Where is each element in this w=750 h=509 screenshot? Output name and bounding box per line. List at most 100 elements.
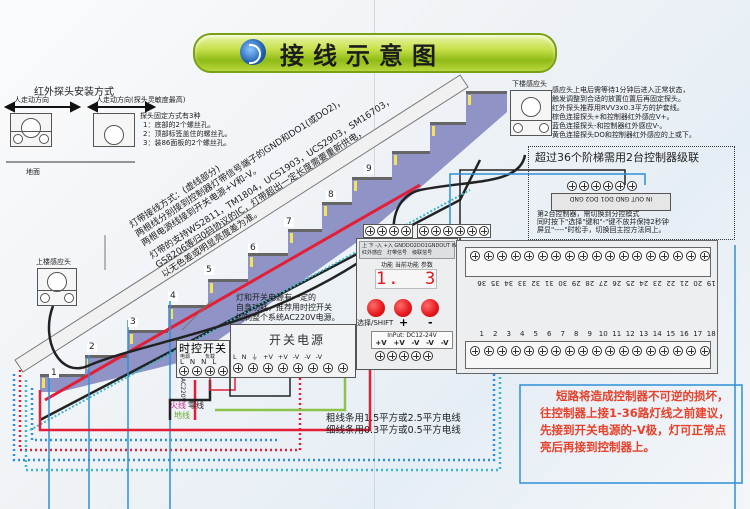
- terminal-screw: [218, 366, 228, 376]
- channel-number-label: 19: [706, 279, 716, 287]
- controller-body: 上 下 -入 +入 GNDDO2DO1GNDOUT IN 红外感应 灯带信号 级…: [356, 238, 458, 370]
- channel-number-label: 8: [574, 330, 579, 338]
- channel-terminal-screw: [686, 251, 696, 261]
- ir-terminal-block: [363, 224, 413, 238]
- channel-terminal-screw: [551, 251, 561, 261]
- sensor-note-line: 触发调整到合适的放置位置后再固定探头。: [552, 95, 685, 103]
- channel-terminal-screw: [591, 346, 602, 356]
- controller-power-terminals: [375, 351, 433, 361]
- channel-number-label: 4: [520, 330, 525, 338]
- warning-line: 先接到开关电源的-V极，灯可正常点: [540, 423, 727, 437]
- terminal-screw: [615, 181, 625, 191]
- plus-label: +: [399, 316, 409, 329]
- input-voltage-label: InPut: DC12-24V: [387, 332, 437, 339]
- ir-sensor-diagram-a: [10, 113, 52, 147]
- select-shift-button[interactable]: [367, 299, 385, 317]
- channel-number-label: 11: [612, 330, 622, 338]
- terminal-screw: [401, 226, 411, 236]
- sensor-note-line: 红外探头推荐用RVV3x0.3平方的护套线。: [552, 104, 684, 112]
- signal-terminal-block: [417, 224, 491, 238]
- sensor-note-line: 感应头上电后需等待1分钟后进入正常状态，: [552, 86, 690, 94]
- channel-terminal-screw: [645, 346, 656, 356]
- channel-terminal-screw: [524, 346, 534, 356]
- plus-button[interactable]: [394, 299, 412, 317]
- channel-number-label: 12: [625, 330, 635, 338]
- terminal-screw: [603, 181, 613, 191]
- channel-terminal-screw: [686, 346, 696, 356]
- controller-group-labels: 红外感应 灯带信号 级联信号: [362, 250, 433, 256]
- cascade-note: 第2台控制器，需切换到分控模式: [537, 210, 640, 218]
- channel-terminal-screw: [605, 346, 615, 356]
- ir-mount-heading: 红外探头安装方式: [34, 87, 114, 98]
- power-terminal-labels: +V+V-V-V-V: [375, 339, 449, 347]
- short-circuit-warning: 短路将造成控制器不可逆的损坏， 往控制器上接1-36路灯线之前建议， 先接到开关…: [540, 388, 730, 456]
- terminals-1-18-row: [470, 346, 710, 356]
- channel-terminal-screw: [497, 251, 507, 261]
- channel-terminal-screw: [497, 346, 507, 356]
- channel-terminal-screw: [470, 251, 480, 261]
- minus-button[interactable]: [421, 299, 439, 317]
- terminal-screw: [579, 181, 589, 191]
- terminal-screw: [179, 366, 189, 376]
- channel-terminal-screw: [564, 346, 575, 356]
- title-banner: 接线示意图: [193, 33, 557, 73]
- logo-icon: [240, 39, 266, 65]
- channel-number-label: 24: [639, 279, 649, 287]
- warning-line: 亮后再接到控制器上。: [540, 440, 655, 454]
- terminal-screw: [455, 226, 465, 236]
- channel-terminal-screw: [618, 251, 629, 261]
- channel-number-label: 34: [504, 279, 514, 287]
- cascade-pin-panel: IN OUT GND DO1 DO2 GND: [551, 193, 671, 211]
- terminal-screw: [205, 366, 215, 376]
- step-number: 1: [49, 368, 59, 378]
- power-note-line: 控制整个系统AC220V电源。: [236, 313, 340, 322]
- channel-terminal-screw: [659, 251, 669, 261]
- ground-label: 地面: [26, 168, 40, 176]
- timer-power-group: 电源: [180, 354, 191, 360]
- channel-terminal-screw: [510, 346, 521, 356]
- sensor-note-line: 黄色连接探头DO和控制器红外感应的上或下。: [552, 131, 696, 139]
- terminal-screw: [591, 181, 601, 191]
- terminal-screw: [293, 363, 303, 373]
- staircase: [40, 91, 507, 392]
- terminal-screw: [248, 363, 258, 373]
- channel-terminal-screw: [659, 346, 669, 356]
- channel-number-label: 29: [571, 279, 581, 287]
- terminal-screw: [338, 363, 348, 373]
- step-number: 8: [326, 190, 336, 200]
- warning-line: 往控制器上接1-36路灯线之前建议，: [540, 406, 730, 420]
- channel-number-label: 31: [544, 279, 554, 287]
- timer-load-group: 负载: [205, 354, 216, 360]
- power-note: 灯和开关电源有一定的 自身功耗，推荐用时控开关 控制整个系统AC220V电源。: [236, 293, 340, 323]
- terminal-screw: [419, 226, 429, 236]
- channel-terminal-screw: [672, 251, 683, 261]
- channel-terminal-screw: [578, 346, 588, 356]
- sensor-notes: 感应头上电后需等待1分钟后进入正常状态， 触发调整到合适的放置位置后再固定探头。…: [552, 86, 696, 140]
- terminal-screw: [263, 363, 273, 373]
- channel-terminal-screw: [672, 346, 683, 356]
- channel-terminal-screw: [537, 251, 548, 261]
- step-number: 5: [204, 265, 214, 275]
- channel-terminal-screw: [483, 251, 494, 261]
- channel-number-label: 1: [479, 330, 484, 338]
- channel-number-label: 3: [506, 330, 511, 338]
- terminal-screw: [423, 351, 433, 361]
- channel-number-label: 35: [490, 279, 500, 287]
- channel-number-label: 17: [693, 330, 703, 338]
- sensor-top-label: 上楼感应头: [36, 258, 71, 266]
- channel-number-label: 16: [679, 330, 689, 338]
- neutral-wire-label: 零线: [188, 401, 204, 410]
- ground-wire-label: 地线: [174, 411, 190, 420]
- terminal-screw: [399, 351, 409, 361]
- step-number: 2: [87, 342, 97, 352]
- terminal-screw: [387, 351, 397, 361]
- channel-number-label: 15: [666, 330, 676, 338]
- channel-number-label: 33: [517, 279, 527, 287]
- channel-terminal-screw: [470, 346, 480, 356]
- warning-line: 短路将造成控制器不可逆的损坏，: [556, 389, 729, 403]
- step-number: 7: [284, 217, 294, 227]
- channel-number-label: 22: [666, 279, 676, 287]
